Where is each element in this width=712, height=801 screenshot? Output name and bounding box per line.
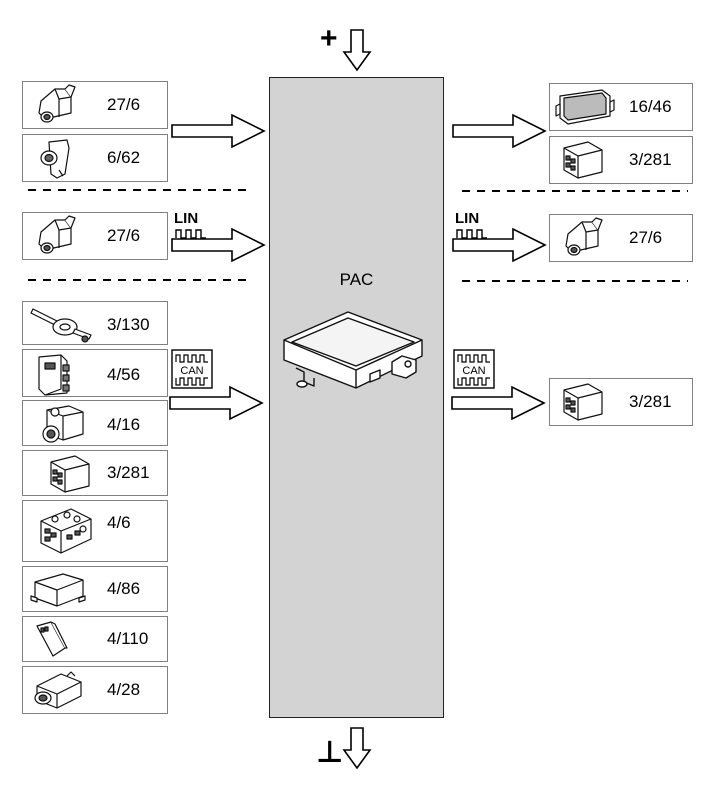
device-code: 4/110 bbox=[107, 629, 149, 648]
camera-icon bbox=[565, 217, 603, 256]
device-code: 27/6 bbox=[629, 228, 663, 247]
lin-symbol-left: LIN bbox=[174, 210, 206, 239]
device-code: 4/16 bbox=[107, 415, 141, 434]
left-device-2: 6/62 bbox=[22, 134, 168, 182]
device-code: 6/62 bbox=[107, 148, 141, 167]
positive-supply-symbol: + bbox=[320, 22, 338, 55]
relay-module-icon bbox=[38, 354, 70, 396]
left-device-10: 4/110 bbox=[22, 616, 168, 662]
right-device-2: 3/281 bbox=[549, 136, 693, 184]
device-code: 3/130 bbox=[107, 315, 150, 334]
arrow-left-can bbox=[169, 386, 263, 420]
right-device-3: 27/6 bbox=[549, 214, 693, 262]
lin-symbol-right: LIN bbox=[455, 210, 487, 239]
device-code: 27/6 bbox=[107, 226, 141, 245]
device-code: 4/86 bbox=[107, 579, 141, 598]
control-panel-icon bbox=[40, 508, 92, 554]
camera-icon bbox=[38, 215, 76, 254]
right-device-4: 3/281 bbox=[549, 378, 693, 426]
actuator-icon bbox=[34, 671, 82, 709]
control-unit-icon bbox=[563, 383, 603, 421]
left-device-9: 4/86 bbox=[22, 566, 168, 612]
left-device-11: 4/28 bbox=[22, 666, 168, 714]
left-device-5: 4/56 bbox=[22, 349, 168, 397]
sensor-icon bbox=[40, 139, 70, 179]
device-code: 3/281 bbox=[107, 463, 150, 482]
right-device-1: 16/46 bbox=[549, 83, 693, 131]
arrow-right-group-1 bbox=[452, 114, 546, 148]
left-device-8: 4/6 bbox=[22, 500, 168, 562]
device-code: 4/6 bbox=[107, 513, 131, 532]
left-device-4: 3/130 bbox=[22, 301, 168, 345]
can-symbol-right: CAN bbox=[453, 349, 495, 389]
ground-symbol: ⊥ bbox=[316, 735, 343, 770]
ground-arrow-bottom bbox=[343, 727, 371, 769]
control-unit-icon bbox=[50, 455, 90, 493]
device-code: 4/56 bbox=[107, 365, 141, 384]
left-device-6: 4/16 bbox=[22, 400, 168, 446]
left-device-7: 3/281 bbox=[22, 450, 168, 496]
can-label-right: CAN bbox=[462, 365, 485, 377]
control-unit-icon bbox=[563, 141, 603, 179]
device-code: 4/28 bbox=[107, 680, 141, 699]
lin-label-right: LIN bbox=[455, 210, 479, 227]
module-box-icon bbox=[30, 573, 86, 607]
steering-switch-icon bbox=[30, 308, 92, 343]
can-label-left: CAN bbox=[180, 365, 203, 377]
arrow-left-group-1 bbox=[171, 114, 265, 148]
lin-label-left: LIN bbox=[174, 210, 198, 227]
display-icon bbox=[555, 89, 615, 125]
supply-arrow-top bbox=[343, 29, 371, 71]
camera-icon bbox=[38, 84, 76, 123]
pac-module-icon bbox=[283, 311, 423, 389]
pac-unit: PAC bbox=[269, 77, 444, 718]
can-symbol-left: CAN bbox=[171, 349, 213, 389]
left-device-3: 27/6 bbox=[22, 212, 168, 260]
abs-unit-icon bbox=[42, 405, 84, 443]
device-code: 3/281 bbox=[629, 150, 672, 169]
key-module-icon bbox=[36, 621, 68, 657]
device-code: 16/46 bbox=[629, 97, 672, 116]
device-code: 3/281 bbox=[629, 392, 672, 411]
left-device-1: 27/6 bbox=[22, 81, 168, 129]
pac-label: PAC bbox=[339, 270, 374, 289]
arrow-right-can bbox=[451, 386, 545, 420]
device-code: 27/6 bbox=[107, 95, 141, 114]
